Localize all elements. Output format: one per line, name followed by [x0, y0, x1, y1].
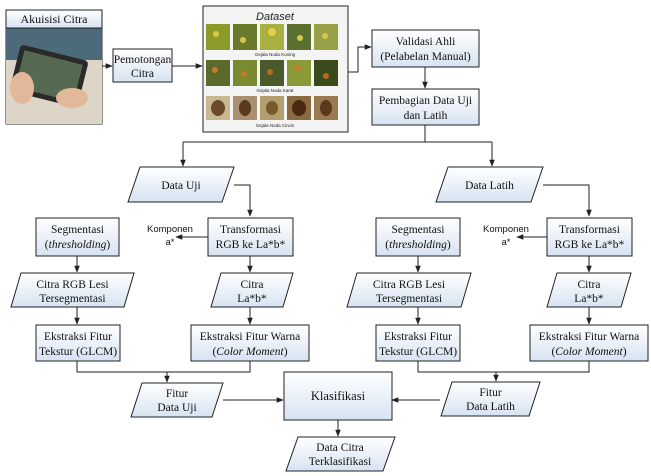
akuisisi-citra-box	[5, 9, 103, 29]
dataset-caption-3: Gejala Noda Cincin	[256, 123, 295, 128]
segmentasi-left-node: Segmentasi (thresholding)	[35, 217, 120, 257]
data-latih-node: Data Latih	[435, 166, 544, 203]
komponen-right-label: Komponen a*	[483, 224, 529, 248]
svg-text:Ekstraksi Fitur: Ekstraksi Fitur	[384, 331, 452, 343]
svg-text:Data Latih: Data Latih	[466, 401, 515, 413]
svg-text:La*b*: La*b*	[574, 293, 604, 305]
svg-text:Citra RGB Lesi: Citra RGB Lesi	[373, 279, 445, 291]
dataset-caption-1: Gejala Noda Kuning	[255, 52, 296, 57]
svg-text:RGB ke La*b*: RGB ke La*b*	[216, 239, 286, 251]
svg-text:Segmentasi: Segmentasi	[51, 224, 104, 236]
svg-text:Ekstraksi Fitur Warna: Ekstraksi Fitur Warna	[539, 331, 639, 343]
pembagian-line-2: dan Latih	[404, 110, 448, 122]
citra-rgb-right-node: Citra RGB Lesi Tersegmentasi	[346, 272, 472, 308]
dataset-caption-2: Gejala Noda Karat	[256, 88, 294, 93]
pemotongan-line-1: Pemotongan	[114, 54, 172, 66]
svg-text:Tersegmentasi: Tersegmentasi	[376, 293, 442, 305]
svg-text:Tekstur (GLCM): Tekstur (GLCM)	[379, 346, 457, 358]
validasi-line-1: Validasi Ahli	[396, 36, 456, 48]
svg-text:La*b*: La*b*	[237, 293, 267, 305]
svg-text:Transformasi: Transformasi	[559, 224, 620, 236]
svg-text:RGB ke La*b*: RGB ke La*b*	[555, 239, 625, 251]
validasi-line-2: (Pelabelan Manual)	[380, 51, 471, 63]
ekstraksi-tekstur-right-node: Ekstraksi Fitur Tekstur (GLCM)	[375, 324, 461, 362]
svg-text:Fitur: Fitur	[479, 387, 502, 399]
svg-text:Citra: Citra	[578, 279, 601, 291]
pembagian-data-node: Pembagian Data Uji dan Latih	[371, 88, 480, 126]
svg-text:Fitur: Fitur	[166, 388, 189, 400]
connectors	[74, 44, 592, 437]
akuisisi-citra-label: Akuisisi Citra	[20, 12, 88, 26]
svg-text:Data Uji: Data Uji	[157, 402, 196, 414]
citra-lab-left-node: Citra La*b*	[210, 272, 294, 308]
transformasi-right-node: Transformasi RGB ke La*b*	[546, 217, 633, 257]
svg-text:(thresholding): (thresholding)	[45, 239, 111, 251]
svg-text:Tekstur (GLCM): Tekstur (GLCM)	[39, 346, 117, 358]
svg-text:Terklasifikasi: Terklasifikasi	[309, 456, 371, 468]
svg-text:Komponen: Komponen	[483, 224, 529, 235]
svg-text:Segmentasi: Segmentasi	[391, 224, 444, 236]
svg-text:Ekstraksi Fitur: Ekstraksi Fitur	[44, 331, 112, 343]
svg-text:(Color Moment): (Color Moment)	[551, 346, 626, 358]
acquisition-photo	[5, 27, 103, 125]
klasifikasi-node: Klasifikasi	[283, 371, 393, 421]
ekstraksi-warna-right-node: Ekstraksi Fitur Warna (Color Moment)	[529, 324, 649, 362]
svg-text:(thresholding): (thresholding)	[385, 239, 451, 251]
svg-text:a*: a*	[166, 237, 175, 248]
transformasi-left-node: Transformasi RGB ke La*b*	[207, 217, 294, 257]
ekstraksi-tekstur-left-node: Ekstraksi Fitur Tekstur (GLCM)	[35, 324, 121, 362]
ekstraksi-warna-left-node: Ekstraksi Fitur Warna (Color Moment)	[190, 324, 310, 362]
svg-text:Transformasi: Transformasi	[220, 224, 281, 236]
svg-text:Komponen: Komponen	[147, 224, 193, 235]
svg-text:(Color Moment): (Color Moment)	[212, 346, 287, 358]
data-uji-node: Data Uji	[127, 166, 235, 203]
dataset-panel: Dataset Gejala Noda Kuning Gejala Noda K…	[202, 5, 349, 133]
citra-rgb-left-node: Citra RGB Lesi Tersegmentasi	[10, 272, 135, 308]
pembagian-line-1: Pembagian Data Uji	[379, 95, 472, 107]
svg-text:Citra: Citra	[241, 279, 264, 291]
validasi-ahli-node: Validasi Ahli (Pelabelan Manual)	[371, 29, 480, 68]
citra-lab-right-node: Citra La*b*	[546, 272, 632, 308]
pemotongan-citra-node: Pemotongan Citra	[112, 48, 173, 83]
svg-text:a*: a*	[502, 237, 511, 248]
svg-text:Ekstraksi Fitur Warna: Ekstraksi Fitur Warna	[200, 331, 300, 343]
svg-text:Citra RGB Lesi: Citra RGB Lesi	[36, 279, 108, 291]
svg-text:Data Latih: Data Latih	[465, 180, 514, 192]
svg-text:Klasifikasi: Klasifikasi	[311, 389, 366, 403]
svg-text:Data Citra: Data Citra	[316, 442, 364, 454]
svg-text:Tersegmentasi: Tersegmentasi	[39, 293, 105, 305]
segmentasi-right-node: Segmentasi (thresholding)	[375, 217, 461, 257]
fitur-data-uji-node: Fitur Data Uji	[130, 382, 224, 418]
fitur-data-latih-node: Fitur Data Latih	[440, 381, 541, 417]
data-terklasifikasi-node: Data Citra Terklasifikasi	[285, 436, 396, 472]
komponen-left-label: Komponen a*	[147, 224, 193, 248]
svg-text:Data Uji: Data Uji	[161, 180, 200, 192]
pemotongan-line-2: Citra	[131, 68, 154, 80]
dataset-title: Dataset	[256, 11, 295, 23]
